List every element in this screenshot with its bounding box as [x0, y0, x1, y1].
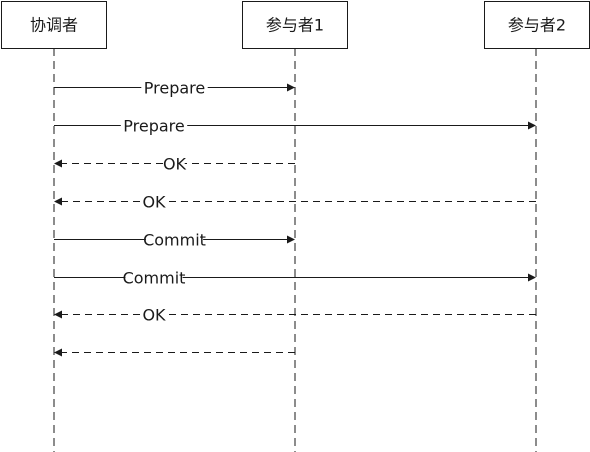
arrow-head-icon: [54, 159, 62, 168]
message-label-background: [125, 268, 183, 287]
arrow-head-icon: [287, 83, 295, 92]
message-2: OK: [54, 154, 295, 174]
message-label-background: [145, 230, 204, 249]
arrow-head-icon: [528, 273, 536, 282]
message-3: OK: [54, 192, 536, 212]
arrow-head-icon: [54, 348, 62, 357]
participant-box-p2: [484, 1, 590, 49]
message-label: Prepare: [123, 117, 184, 136]
message-label: OK: [142, 306, 166, 325]
message-1: Prepare: [54, 116, 536, 136]
message-label: Commit: [143, 231, 206, 250]
arrow-head-icon: [528, 121, 536, 130]
message-label: Commit: [123, 269, 186, 288]
participant-label-coordinator: 协调者: [30, 16, 78, 35]
participant-label-p2: 参与者2: [508, 16, 566, 35]
participant-box-coordinator: [1, 1, 107, 49]
arrow-head-icon: [54, 197, 62, 206]
participant-label-p1: 参与者1: [266, 16, 324, 35]
message-4: Commit: [54, 230, 295, 250]
message-0: Prepare: [54, 78, 295, 98]
message-label-background: [141, 78, 208, 97]
message-6: OK: [54, 305, 536, 325]
message-label-background: [143, 192, 165, 211]
message-label: OK: [163, 155, 187, 174]
message-label-background: [120, 116, 188, 135]
arrow-head-icon: [287, 235, 295, 244]
message-label: OK: [142, 193, 166, 212]
arrow-head-icon: [54, 310, 62, 319]
participant-box-p1: [242, 1, 348, 49]
message-5: Commit: [54, 268, 536, 288]
message-label: Prepare: [144, 79, 205, 98]
message-7: [54, 348, 295, 357]
message-label-background: [143, 305, 165, 324]
message-label-background: [164, 154, 185, 173]
